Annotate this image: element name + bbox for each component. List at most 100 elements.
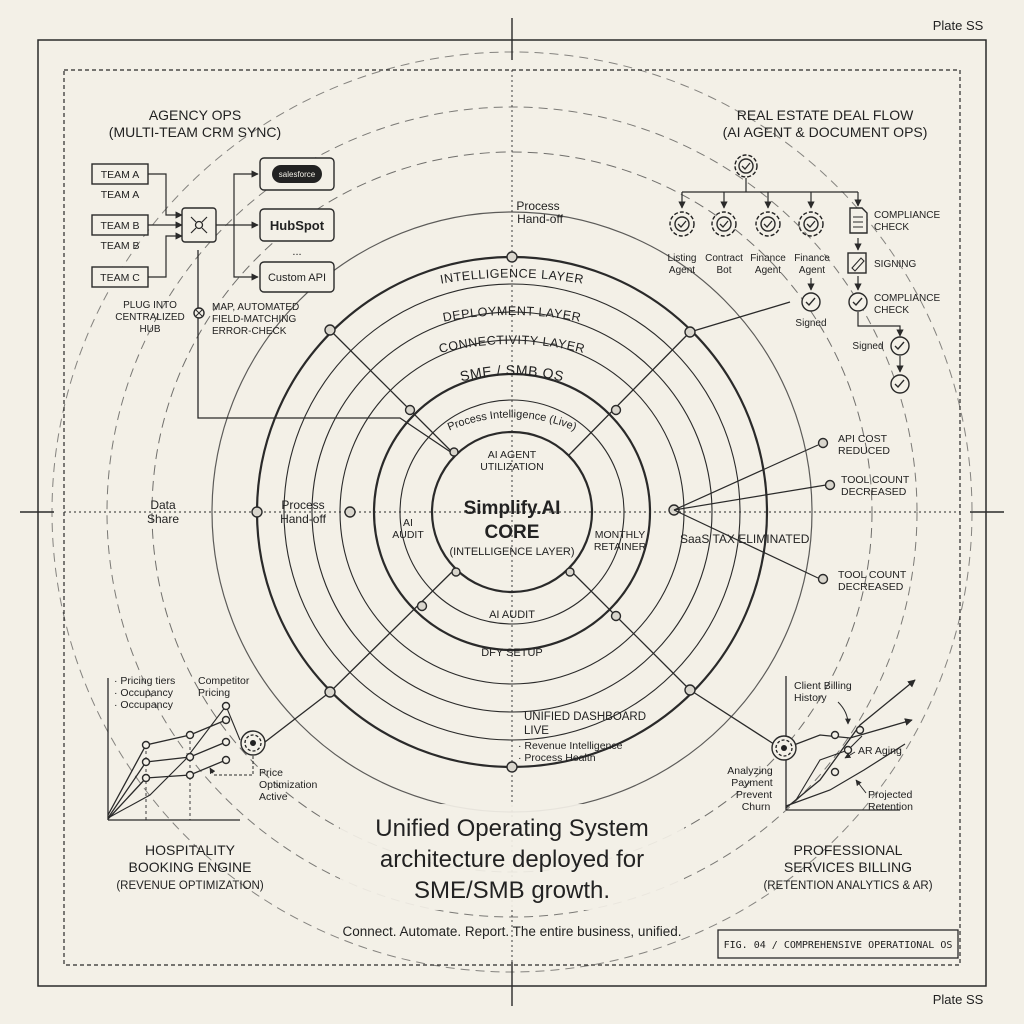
figure-label-box bbox=[717, 929, 959, 959]
monthly-retainer-2: RETAINER bbox=[594, 541, 647, 553]
competitor-pricing-1: Competitor bbox=[198, 675, 250, 687]
agent-1-l1: Contract bbox=[705, 253, 743, 264]
final-check-icon bbox=[890, 374, 910, 394]
team-a-sublabel: TEAM A bbox=[101, 189, 140, 201]
ring-label-intelligence: INTELLIGENCE LAYER bbox=[439, 266, 585, 286]
analyzing-4: Churn bbox=[742, 801, 771, 813]
ring-nodes bbox=[251, 251, 696, 773]
hospitality-title-3: (REVENUE OPTIMIZATION) bbox=[116, 880, 264, 892]
document-icon bbox=[849, 207, 868, 234]
tool-count2-l1: TOOL COUNT bbox=[838, 569, 907, 581]
salesforce-logo: salesforce bbox=[279, 170, 316, 179]
ring-label-connectivity: CONNECTIVITY LAYER bbox=[438, 333, 587, 356]
headline-line-1: Unified Operating System bbox=[375, 815, 648, 842]
agent-2-l1: Finance bbox=[750, 253, 786, 264]
map-label-2: FIELD-MATCHING bbox=[212, 314, 296, 325]
agent-2-l2: Agent bbox=[755, 265, 781, 276]
agent-0-l1: Listing bbox=[668, 253, 697, 264]
ar-aging-label: AR Aging bbox=[858, 745, 902, 757]
core-title-line1: Simplify.AI bbox=[464, 498, 561, 519]
api-cost-l1: API COST bbox=[838, 433, 888, 445]
analyzing-2: Payment bbox=[731, 777, 773, 789]
client-billing-1: Client Billing bbox=[794, 680, 852, 692]
price-gear-icon bbox=[240, 730, 266, 756]
dashboard-bullet-2: · Process Health bbox=[518, 752, 596, 764]
hospitality-panel: · Pricing tiers · Occupancy · Occupancy … bbox=[107, 675, 318, 892]
hubspot-box bbox=[259, 208, 335, 242]
signed-check-2-icon bbox=[890, 336, 910, 356]
plug-label-1: PLUG INTO bbox=[123, 300, 177, 311]
handoff-top-1: Process bbox=[516, 199, 559, 213]
compliance2-l1: COMPLIANCE bbox=[874, 293, 940, 304]
dfy-setup: DFY SETUP bbox=[481, 647, 543, 659]
custom-api-box bbox=[259, 261, 335, 293]
real-estate-panel: REAL ESTATE DEAL FLOW (AI AGENT & DOCUME… bbox=[668, 107, 940, 394]
hubspot-logo: HubSpot bbox=[270, 218, 325, 233]
price-opt-2: Optimization bbox=[259, 779, 318, 791]
gear-icon bbox=[734, 154, 758, 178]
data-share-2: Share bbox=[147, 512, 179, 526]
plug-label-2: CENTRALIZED bbox=[115, 312, 184, 323]
api-cost-l2: REDUCED bbox=[838, 445, 890, 457]
handoff-left-1: Process bbox=[281, 498, 324, 512]
agent-0-l2: Agent bbox=[669, 265, 695, 276]
hospitality-legend-2: · Occupancy bbox=[114, 687, 174, 699]
map-label-1: MAP, AUTOMATED bbox=[212, 302, 299, 313]
plate-label-bottom: Plate SS bbox=[933, 992, 984, 1007]
agent-3-l2: Agent bbox=[799, 265, 825, 276]
listing-agent-gear-icon bbox=[669, 211, 695, 237]
headline-line-3: SME/SMB growth. bbox=[414, 877, 610, 904]
team-a-label: TEAM A bbox=[101, 169, 140, 181]
saas-savings-panel: API COST REDUCED TOOL COUNT DECREASED Sa… bbox=[673, 433, 910, 593]
compliance2-l2: CHECK bbox=[874, 305, 909, 316]
saas-tax-label: SaaS TAX ELIMINATED bbox=[680, 532, 810, 546]
core: Simplify.AI CORE (INTELLIGENCE LAYER) bbox=[449, 498, 574, 558]
finance-agent-2-gear-icon bbox=[798, 211, 824, 237]
contract-bot-gear-icon bbox=[711, 211, 737, 237]
handoff-top-2: Hand-off bbox=[517, 212, 563, 226]
tool-count1-l1: TOOL COUNT bbox=[841, 474, 910, 486]
signed-label-1: Signed bbox=[795, 318, 826, 329]
concentric-rings bbox=[51, 51, 973, 973]
professional-panel: Client Billing History AR Aging Projecte… bbox=[727, 676, 933, 892]
tagline: Connect. Automate. Report. The entire bu… bbox=[343, 924, 682, 939]
signed-label-2: Signed bbox=[852, 341, 883, 352]
realestate-title-1: REAL ESTATE DEAL FLOW bbox=[737, 107, 914, 123]
hospitality-legend-1: · Pricing tiers bbox=[114, 675, 175, 687]
corner-connectors bbox=[197, 250, 791, 749]
agency-title-1: AGENCY OPS bbox=[149, 107, 241, 123]
tool-count2-l2: DECREASED bbox=[838, 581, 904, 593]
hospitality-title-2: BOOKING ENGINE bbox=[129, 859, 252, 875]
realestate-title-2: (AI AGENT & DOCUMENT OPS) bbox=[723, 124, 928, 140]
headline-line-2: architecture deployed for bbox=[380, 846, 644, 873]
team-b-label: TEAM B bbox=[100, 220, 139, 232]
competitor-pricing-2: Pricing bbox=[198, 687, 230, 699]
projected-retention-2: Retention bbox=[868, 801, 913, 813]
crm-ellipsis: ... bbox=[292, 246, 301, 258]
handoff-left-2: Hand-off bbox=[280, 512, 326, 526]
plate-label-top: Plate SS bbox=[933, 18, 984, 33]
price-opt-1: Price bbox=[259, 767, 283, 779]
ai-audit-bottom: AI AUDIT bbox=[489, 609, 535, 621]
signing-pen-icon bbox=[847, 252, 867, 274]
dashboard-l2: LIVE bbox=[524, 725, 549, 737]
dashboard-l1: UNIFIED DASHBOARD bbox=[524, 711, 646, 723]
ring-label-deployment: DEPLOYMENT LAYER bbox=[442, 304, 583, 325]
core-title-line2: CORE bbox=[485, 522, 540, 543]
analyzing-1: Analyzing bbox=[727, 765, 773, 777]
compliance1-l2: CHECK bbox=[874, 222, 909, 233]
ai-audit-left-1: AI bbox=[403, 517, 413, 529]
professional-title-3: (RETENTION ANALYTICS & AR) bbox=[763, 880, 932, 892]
analyzing-3: Prevent bbox=[736, 789, 772, 801]
ai-agent-label-2: UTILIZATION bbox=[480, 461, 543, 473]
professional-title-2: SERVICES BILLING bbox=[784, 859, 912, 875]
signing-label: SIGNING bbox=[874, 259, 916, 270]
hospitality-title-1: HOSPITALITY bbox=[145, 842, 236, 858]
radial-spokes bbox=[329, 329, 691, 693]
team-c-label: TEAM C bbox=[100, 272, 140, 284]
hospitality-legend-3: · Occupancy bbox=[114, 699, 174, 711]
custom-api-label: Custom API bbox=[268, 272, 326, 284]
compliance-check-icon bbox=[848, 292, 868, 312]
core-subtitle: (INTELLIGENCE LAYER) bbox=[449, 546, 574, 558]
